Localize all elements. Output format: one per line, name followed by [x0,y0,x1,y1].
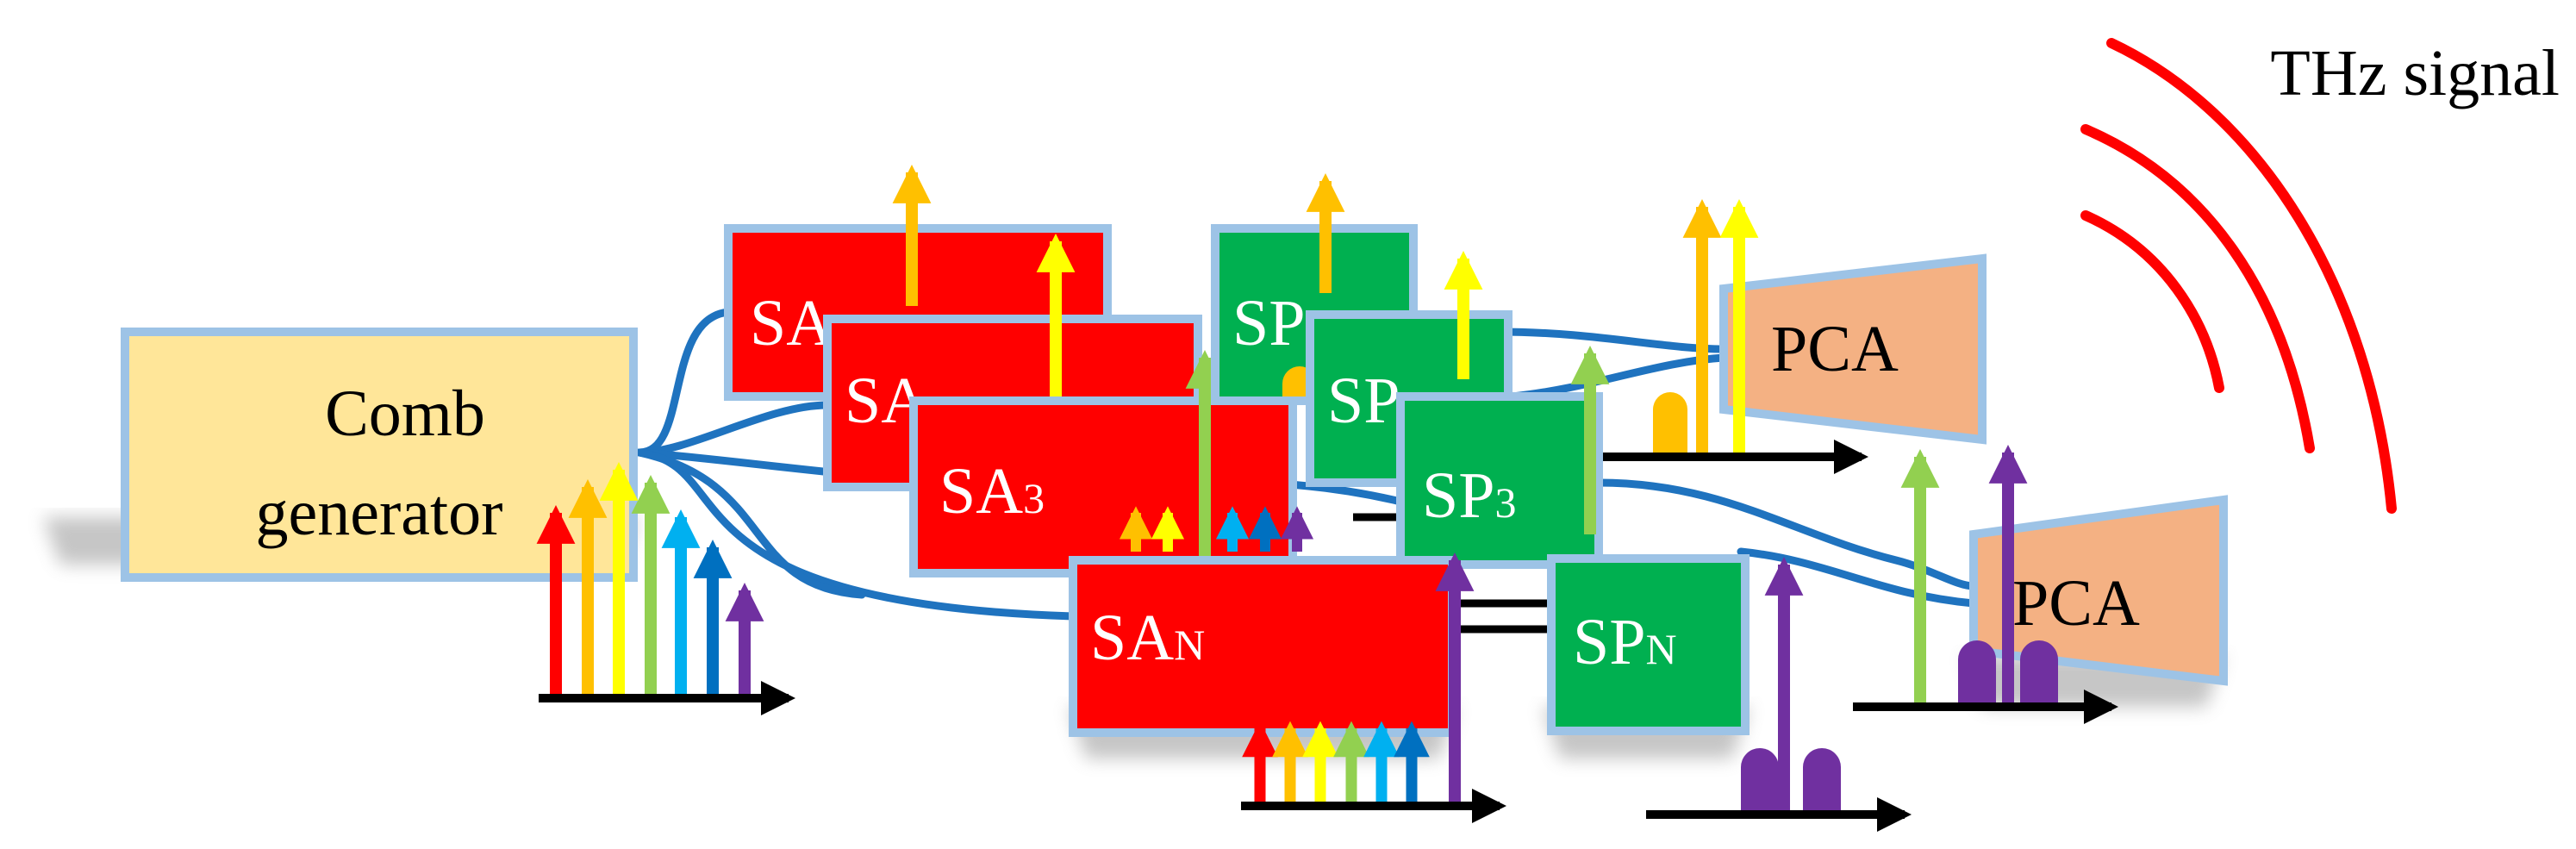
san-block: SAN [1069,552,1475,802]
pca-bottom-pulse-2 [2020,640,2058,702]
comb-generator-label-line2: generator [256,477,503,549]
pca-bottom: PCA [1969,495,2228,686]
spn-block: SPN [1547,554,1750,735]
fiber-spn-to-pca [1737,547,1978,608]
spn-spectrum [1646,557,1912,832]
sp2-label: SP [1327,365,1400,437]
spn-box [1547,554,1750,735]
pca-top-spectrum [1603,199,1868,474]
sa1-label: SA [750,287,833,359]
fiber-sp3-to-pca [1594,478,1978,590]
sa3-block: SA3 [909,350,1314,577]
fiber-sp1-to-pca [1495,328,1728,353]
thz-waves [2080,38,2397,514]
san-label: SAN [1090,602,1205,674]
san-spectrum-lines [1242,721,1430,802]
fiber-to-san-loop [635,448,866,599]
sp1-label: SP [1232,287,1306,359]
san-spectrum [1241,721,1506,823]
comb-spectrum [536,462,795,715]
pca-bottom-label: PCA [2012,567,2140,640]
pca-top-label: PCA [1771,313,1899,385]
pca-bottom-spectrum [1853,445,2118,724]
pca-top-pulse [1653,392,1687,453]
sa3-label: SA3 [939,455,1045,528]
fiber-sp2-to-pca [1508,353,1728,401]
spn-pulse-1 [1741,748,1779,810]
spn-pulse-2 [1803,748,1841,810]
fiber-to-sa1 [635,308,733,457]
comb-generator-box [121,328,638,582]
thz-wave-middle [2080,124,2315,453]
sp3-label: SP3 [1422,459,1517,532]
thz-signal-label: THz signal [2270,37,2560,109]
pca-bottom-box [1969,495,2228,686]
sp3-block: SP3 [1396,346,1610,569]
comb-spectrum-lines [536,462,764,694]
comb-generator-label-line1: Comb [325,378,485,450]
spn-label: SPN [1573,606,1677,678]
thz-wave-outer [2106,38,2397,514]
pca-top-box [1719,253,1987,445]
thz-wave-inner [2080,210,2224,393]
sa3-input-spectrum-arrows [1119,506,1314,552]
pca-bottom-pulse-1 [1958,640,1996,702]
comb-generator: Comb generator [121,328,638,582]
sp3-box [1396,392,1603,569]
pca-top: PCA [1719,253,1987,445]
